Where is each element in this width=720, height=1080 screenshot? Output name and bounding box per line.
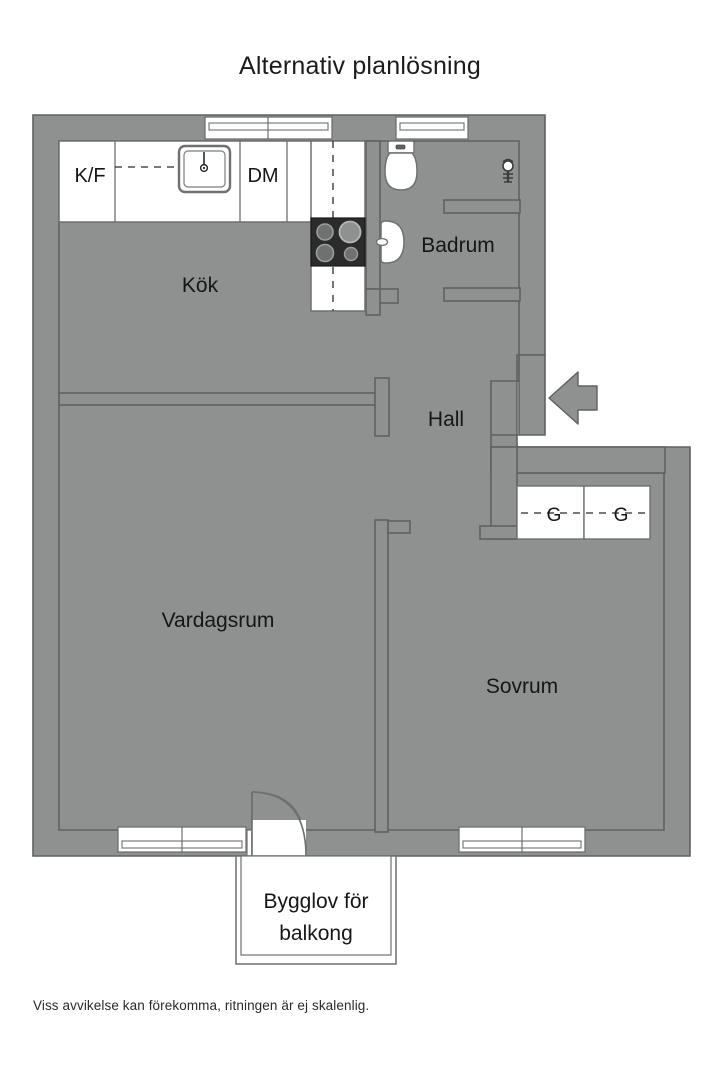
label-wardrobe-right: G bbox=[614, 505, 629, 526]
hall-sovrum-step-wall bbox=[491, 354, 546, 436]
wall-sovrum-top bbox=[490, 446, 666, 474]
toilet-icon bbox=[384, 140, 418, 191]
balcony-box bbox=[235, 855, 397, 965]
washbasin-icon bbox=[375, 220, 405, 264]
window-bathroom bbox=[395, 116, 469, 140]
room-label-kok: Kök bbox=[182, 274, 219, 297]
arrow-left-icon[interactable] bbox=[548, 371, 598, 425]
page-title: Alternativ planlösning bbox=[238, 52, 482, 80]
balcony-label-line2: balkong bbox=[279, 922, 353, 945]
balcony-label-group: Bygglov för balkong bbox=[263, 890, 368, 945]
shower-mixer-icon bbox=[502, 158, 514, 183]
room-label-hall: Hall bbox=[428, 408, 464, 431]
wall-group bbox=[32, 114, 691, 857]
label-fridge-freezer: K/F bbox=[74, 165, 105, 187]
wall-vardagsrum-sovrum bbox=[374, 519, 389, 833]
balcony-label-line1: Bygglov för bbox=[263, 890, 368, 913]
wall-foot-kok-badrum-2 bbox=[365, 288, 381, 316]
fixture-labels-group: K/F DM G G bbox=[74, 165, 628, 526]
room-label-badrum: Badrum bbox=[421, 234, 495, 257]
windows-group bbox=[117, 116, 586, 853]
kitchen-counter-group bbox=[58, 140, 366, 312]
wall-stub-vardagsrum-sovrum bbox=[387, 520, 411, 534]
room-labels-group: Kök Badrum Hall Vardagsrum Sovrum bbox=[162, 234, 559, 698]
wall-kok-vardagsrum bbox=[58, 392, 380, 406]
bathroom-fixtures-group bbox=[375, 140, 514, 264]
wall-foot-sovrum-left bbox=[479, 525, 518, 540]
wall-stub-badrum-bottom bbox=[443, 287, 521, 302]
kitchen-sink-icon bbox=[177, 144, 232, 194]
window-kitchen bbox=[204, 116, 333, 140]
wall-stub-kok-vardagsrum bbox=[374, 377, 390, 437]
wall-sovrum-left-upper bbox=[490, 446, 518, 540]
wall-kok-badrum bbox=[365, 140, 381, 302]
label-dishwasher: DM bbox=[247, 165, 278, 187]
window-vardagsrum bbox=[117, 826, 247, 853]
label-wardrobe-left: G bbox=[547, 505, 562, 526]
room-label-vardagsrum: Vardagsrum bbox=[162, 609, 275, 632]
door-swing-icon bbox=[246, 791, 307, 857]
room-label-sovrum: Sovrum bbox=[486, 675, 558, 698]
window-sovrum bbox=[458, 826, 586, 853]
wall-stub-badrum-top bbox=[443, 199, 521, 214]
wardrobe-group bbox=[516, 485, 651, 540]
stove-cooktop-icon bbox=[310, 217, 366, 267]
disclaimer-text: Viss avvikelse kan förekomma, ritningen … bbox=[33, 998, 370, 1013]
